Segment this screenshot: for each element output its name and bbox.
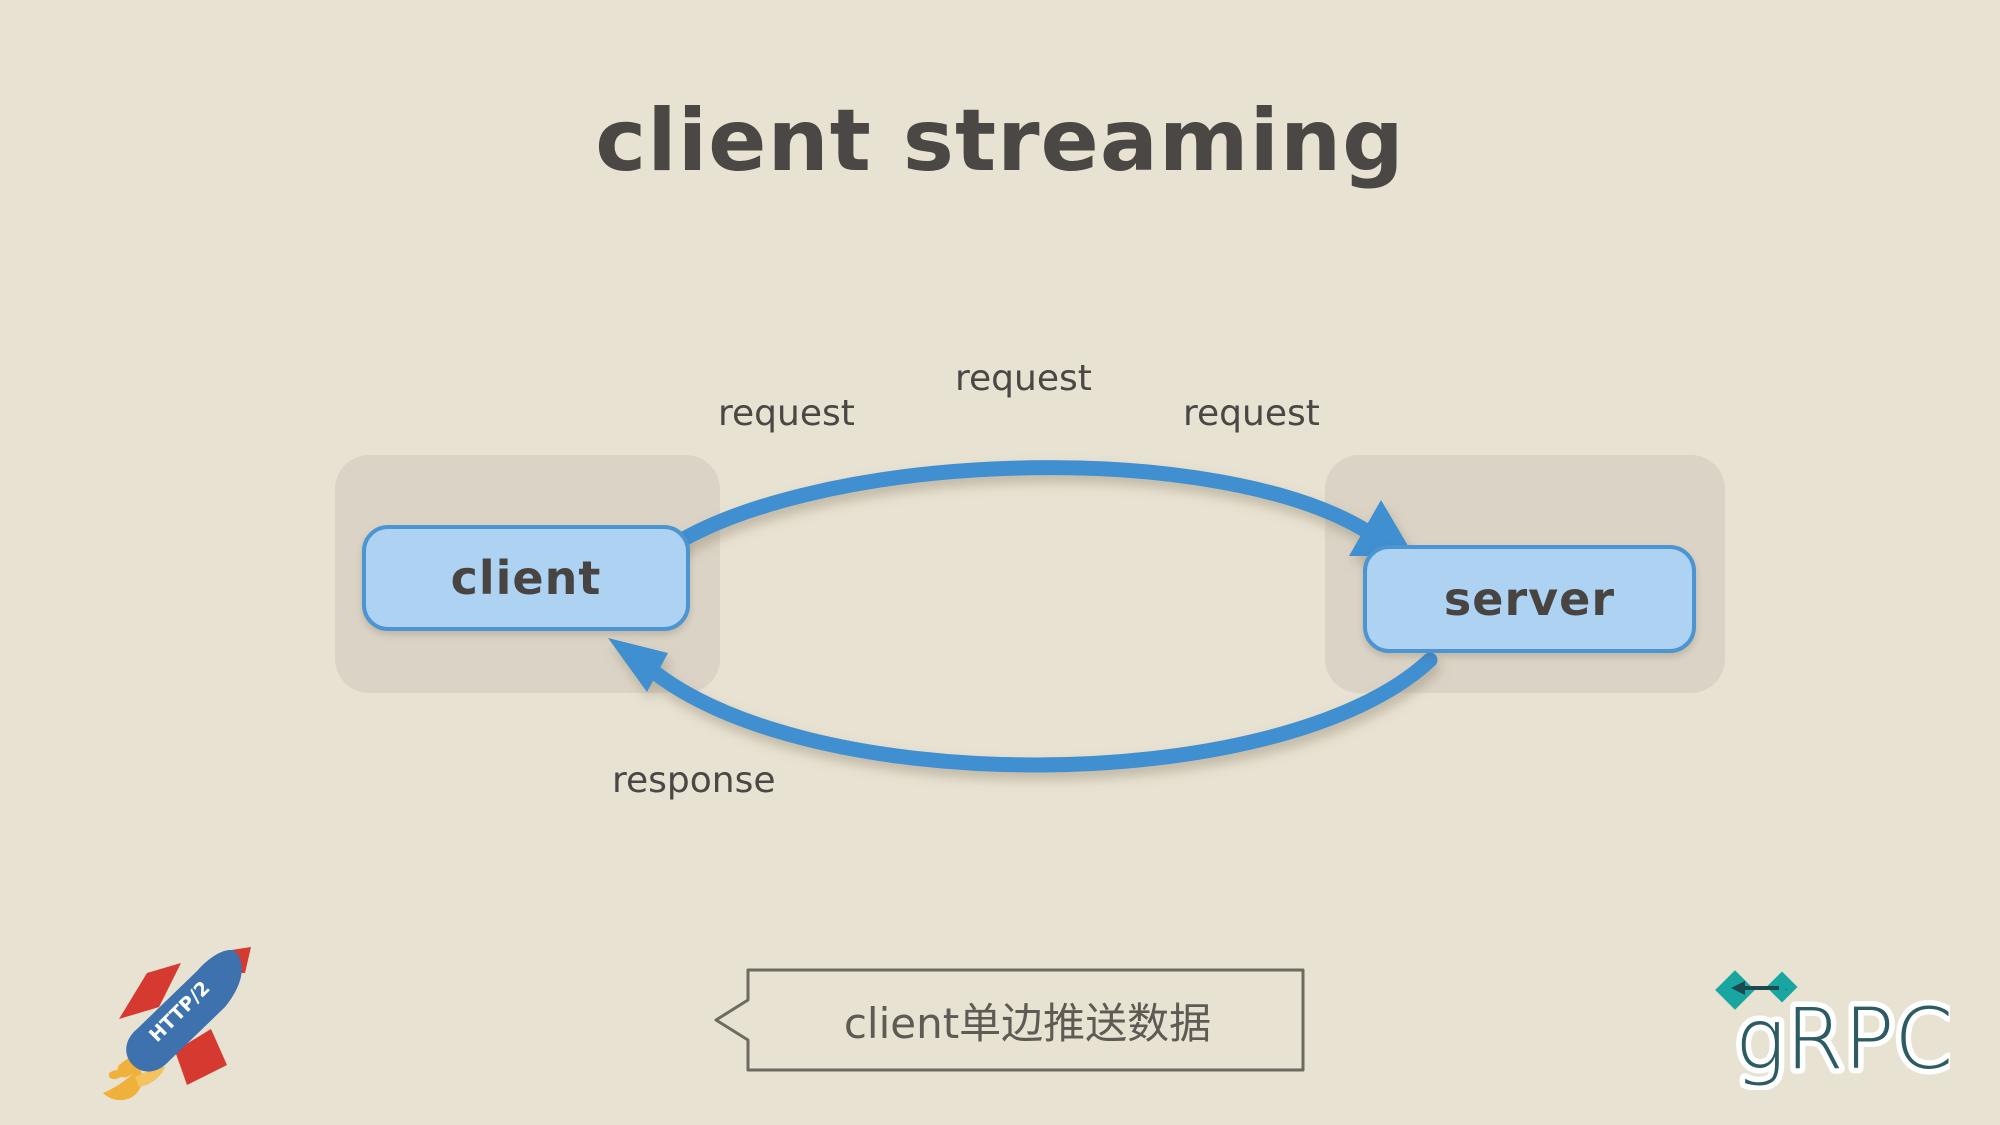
node-server-label: server <box>1443 572 1616 626</box>
edge-label-request-center: request <box>955 358 1092 399</box>
edge-label-request-right: request <box>1183 393 1320 434</box>
http2-rocket-icon: HTTP/2 <box>103 947 251 1101</box>
grpc-logo-icon: gRPC <box>1715 970 1950 1090</box>
callout-outline <box>714 968 1305 1072</box>
rocket-body <box>126 949 242 1072</box>
response-arrow <box>608 638 1438 773</box>
node-client-label: client <box>450 551 602 605</box>
grpc-wordmark: gRPC <box>1735 990 1950 1088</box>
node-server[interactable]: server <box>1363 545 1696 653</box>
edge-label-request-left: request <box>718 393 855 434</box>
callout-box: client单边推送数据 <box>712 966 1307 1074</box>
edge-label-response: response <box>612 760 776 801</box>
node-client[interactable]: client <box>362 525 690 631</box>
callout-text: client单边推送数据 <box>843 998 1212 1048</box>
request-arrow <box>644 460 1414 568</box>
page-title: client streaming <box>595 91 1405 191</box>
